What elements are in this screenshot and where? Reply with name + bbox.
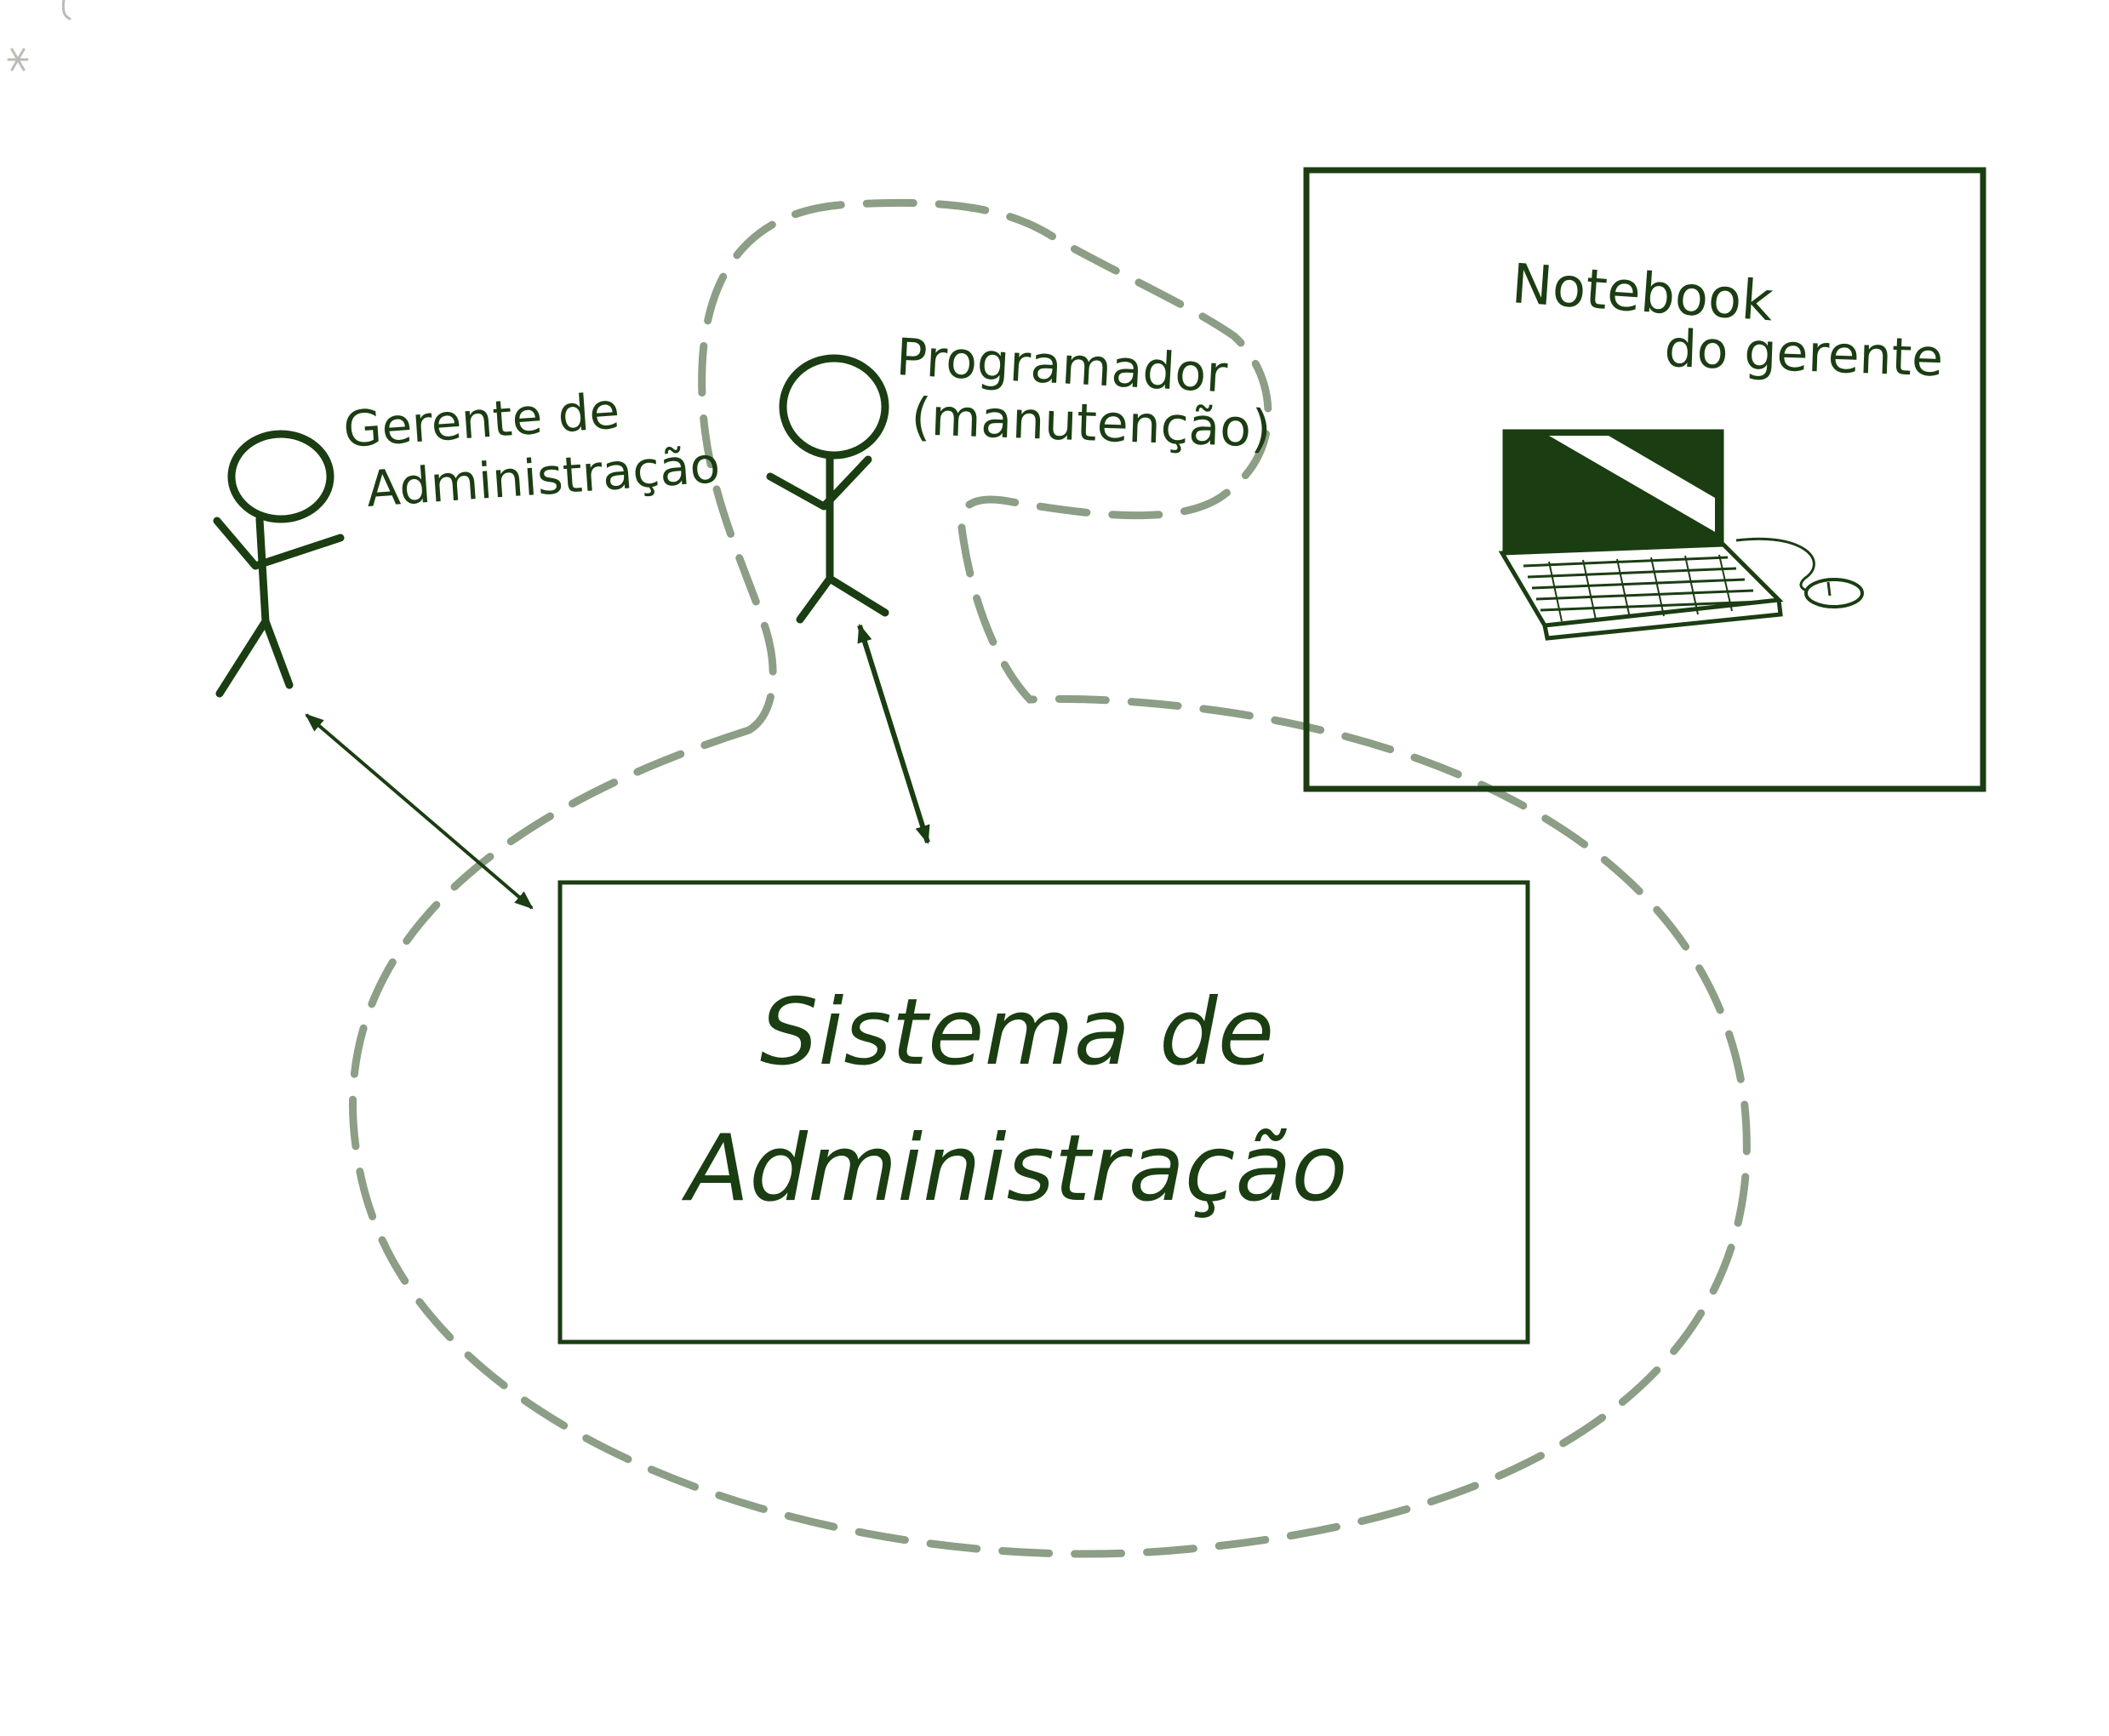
system-label-line1: Sistema de bbox=[760, 979, 1274, 1086]
system-label-line2: Administração bbox=[682, 1116, 1348, 1222]
stick-figure-icon bbox=[766, 354, 889, 624]
device-label-line2: do gerente bbox=[1663, 319, 1944, 388]
laptop-icon bbox=[1498, 429, 1864, 641]
stick-figure-icon bbox=[213, 430, 345, 698]
dashed-boundary bbox=[349, 198, 1751, 1558]
connection-programador-system bbox=[857, 623, 930, 845]
stray-marks bbox=[7, 0, 71, 71]
actor-programador-label-line2: (manutenção) bbox=[910, 387, 1272, 460]
connection-gerente-system bbox=[305, 713, 534, 910]
system-box bbox=[557, 880, 1530, 1345]
device-node-box bbox=[1303, 167, 1986, 792]
